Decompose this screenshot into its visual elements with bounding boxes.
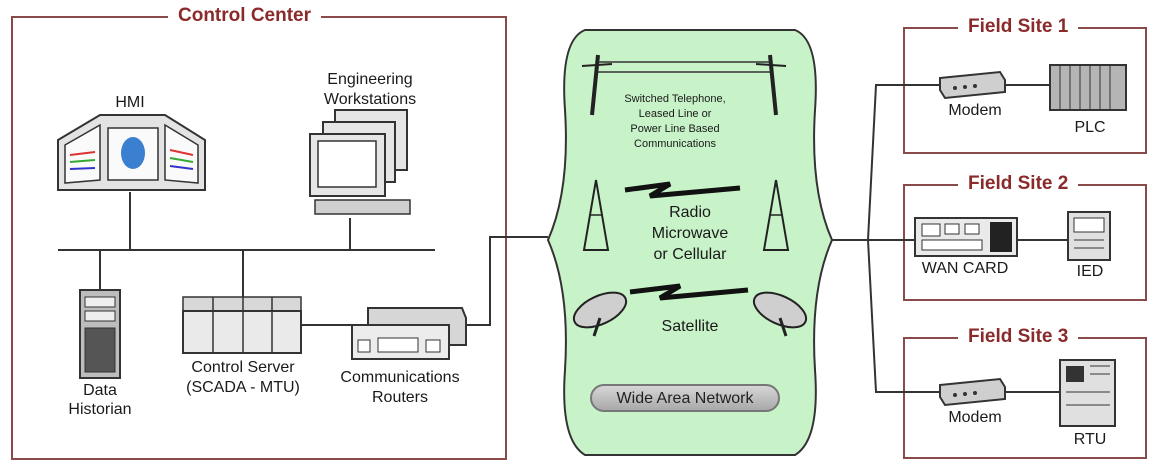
modem-icon (939, 377, 1006, 407)
wan-label: Wide Area Network (616, 390, 754, 407)
data-historian-icon (79, 289, 121, 379)
satellite-label: Satellite (661, 318, 719, 335)
field-site-2-wan-card-label: WAN CARD (921, 260, 1009, 277)
router-icon (351, 307, 467, 360)
field-site-1-title: Field Site 1 (958, 16, 1079, 38)
telephone-label-line2: Leased Line or (638, 108, 712, 120)
control-server-label-line1: Control Server (191, 359, 295, 376)
rtu-icon (1059, 359, 1116, 427)
hmi-label: HMI (115, 94, 145, 111)
telephone-pole-icon (581, 54, 787, 116)
telephone-label-line3: Power Line Based (630, 123, 720, 135)
routers-label-line2: Routers (371, 389, 429, 406)
control-server-icon (182, 296, 302, 354)
radio-tower-icon (582, 179, 790, 251)
routers-label-line1: Communications (340, 369, 460, 386)
link-field-site-1 (832, 84, 940, 241)
plc-icon (1049, 64, 1127, 111)
link-field-site-3 (832, 239, 940, 393)
control-center-title: Control Center (168, 5, 321, 27)
network-cloud (546, 29, 834, 456)
field-site-1-plc-label: PLC (1074, 119, 1106, 136)
historian-label-line2: Historian (68, 401, 132, 418)
modem-icon (939, 70, 1006, 100)
field-site-1-modem-label: Modem (948, 102, 1002, 119)
field-site-3-rtu-label: RTU (1073, 431, 1107, 448)
router-uplink (465, 236, 548, 326)
engineering-label-line2: Workstations (323, 91, 417, 108)
telephone-label-line4: Communications (634, 138, 716, 150)
ied-icon (1067, 211, 1111, 261)
engineering-label-line1: Engineering (327, 71, 413, 88)
historian-label-line1: Data (83, 382, 117, 399)
field-site-3-modem-label: Modem (948, 409, 1002, 426)
field-site-3-title: Field Site 3 (958, 326, 1079, 348)
workstation-icon (309, 109, 411, 215)
radio-label-line3: or Cellular (653, 246, 727, 263)
telephone-label-line1: Switched Telephone, (624, 93, 726, 105)
field-site-2-title: Field Site 2 (958, 173, 1079, 195)
wan-pill (590, 384, 780, 412)
radio-label-line1: Radio (669, 204, 711, 221)
hmi-icon (57, 114, 206, 191)
satellite-dish-icon (572, 283, 808, 337)
wan-card-icon (914, 217, 1018, 257)
radio-label-line2: Microwave (651, 225, 729, 242)
field-site-2-ied-label: IED (1076, 263, 1104, 280)
control-server-label-line2: (SCADA - MTU) (186, 379, 300, 396)
